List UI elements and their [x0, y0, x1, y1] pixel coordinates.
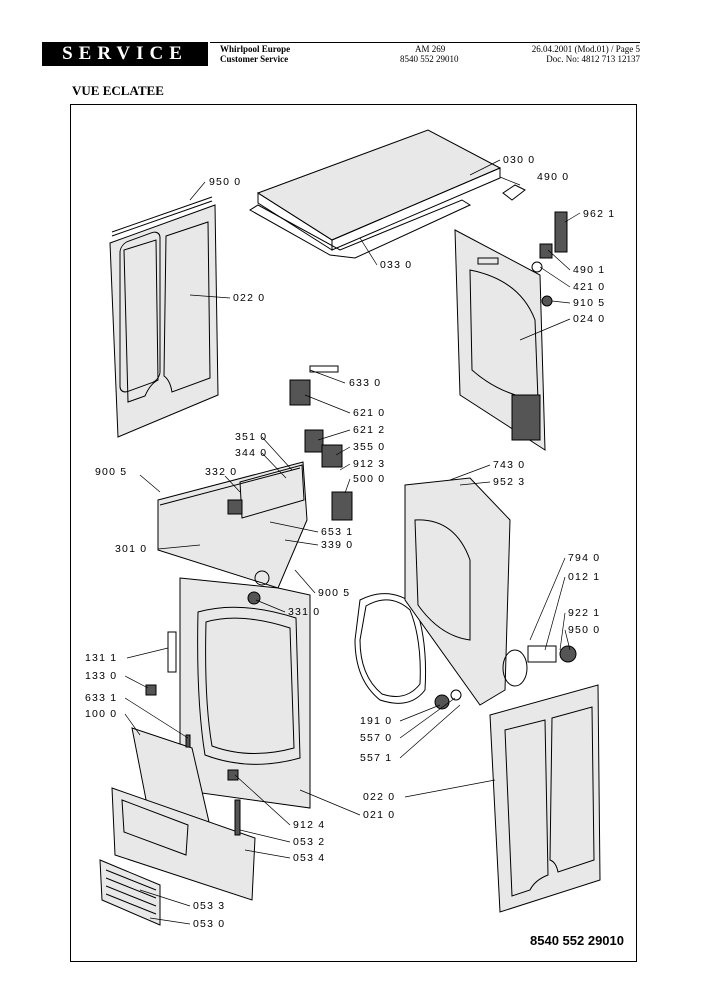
section-title: VUE ECLATEE [72, 83, 164, 98]
label-421-0: 421 0 [573, 281, 605, 293]
label-332-0: 332 0 [205, 466, 237, 478]
kick-panel-part [111, 787, 256, 901]
filter-part [554, 211, 568, 253]
label-191-0: 191 0 [360, 715, 392, 727]
drawing-document-number: 8540 552 29010 [530, 933, 624, 948]
kick-panel-window [121, 799, 189, 856]
module-part [331, 491, 353, 521]
label-633-1: 633 1 [85, 692, 117, 704]
label-053-4: 053 4 [293, 852, 325, 864]
label-621-0: 621 0 [353, 407, 385, 419]
belt-part [502, 649, 528, 687]
label-912-3: 912 3 [353, 458, 385, 470]
rear-panel-part [454, 229, 546, 451]
pin-part [185, 734, 191, 748]
label-794-0: 794 0 [568, 552, 600, 564]
label-022-0-right: 022 0 [363, 791, 395, 803]
label-030-0: 030 0 [503, 154, 535, 166]
grille-part [99, 859, 161, 926]
label-490-1: 490 1 [573, 264, 605, 276]
label-053-3: 053 3 [193, 900, 225, 912]
service-banner: SERVICE [42, 42, 208, 66]
label-557-1: 557 1 [360, 752, 392, 764]
model-code: 8540 552 29010 [400, 54, 459, 64]
label-743-0: 743 0 [493, 459, 525, 471]
label-950-0-right: 950 0 [568, 624, 600, 636]
document-number-header: Doc. No: 4812 713 12137 [546, 54, 640, 64]
label-053-2: 053 2 [293, 836, 325, 848]
label-922-1: 922 1 [568, 607, 600, 619]
label-910-5: 910 5 [573, 297, 605, 309]
label-133-0: 133 0 [85, 670, 117, 682]
grille-slats [105, 869, 157, 915]
label-952-3: 952 3 [493, 476, 525, 488]
power-cord-part [502, 184, 526, 201]
knob-ring-part [450, 689, 462, 701]
label-024-0: 024 0 [573, 313, 605, 325]
date-page: 26.04.2001 (Mod.01) / Page 5 [531, 44, 640, 54]
thermostat-part [304, 429, 324, 453]
door-seal-part [354, 593, 427, 704]
label-339-0: 339 0 [321, 539, 353, 551]
knob-part [434, 694, 450, 710]
clip-part [531, 261, 543, 273]
control-panel-part [157, 461, 308, 589]
right-side-panel-part [489, 684, 601, 913]
label-900-5-left: 900 5 [95, 466, 127, 478]
label-557-0: 557 0 [360, 732, 392, 744]
label-900-5-right: 900 5 [318, 587, 350, 599]
selector-knob-part [247, 591, 261, 605]
model-name: AM 269 [415, 44, 446, 54]
label-022-0: 022 0 [233, 292, 265, 304]
label-331-0: 331 0 [288, 606, 320, 618]
label-490-0: 490 0 [537, 171, 569, 183]
exploded-view-frame [70, 104, 637, 962]
label-621-2: 621 2 [353, 424, 385, 436]
spring-part [234, 799, 241, 836]
company-name: Whirlpool Europe [220, 44, 291, 54]
switch-part [289, 379, 311, 406]
cord-clamp-part [539, 243, 553, 259]
label-962-1: 962 1 [583, 208, 615, 220]
header-rule [210, 42, 640, 43]
latch-part [227, 769, 239, 781]
screw-part [541, 295, 553, 307]
label-344-0: 344 0 [235, 447, 267, 459]
label-100-0: 100 0 [85, 708, 117, 720]
hinge-part [145, 684, 157, 696]
label-351-0: 351 0 [235, 431, 267, 443]
bearing-ring-part [559, 645, 577, 663]
label-131-1: 131 1 [85, 652, 117, 664]
label-633-0: 633 0 [349, 377, 381, 389]
label-053-0: 053 0 [193, 918, 225, 930]
label-950-0: 950 0 [209, 176, 241, 188]
wire-part [309, 365, 339, 373]
label-500-0: 500 0 [353, 473, 385, 485]
department-name: Customer Service [220, 54, 289, 64]
label-021-0: 021 0 [363, 809, 395, 821]
left-side-panel-part [109, 196, 219, 438]
label-653-1: 653 1 [321, 526, 353, 538]
top-cover-part [249, 129, 502, 259]
front-frame-part [404, 477, 511, 706]
leader-lines [124, 159, 581, 925]
label-012-1: 012 1 [568, 571, 600, 583]
label-301-0: 301 0 [115, 543, 147, 555]
timer-part [321, 444, 343, 468]
label-033-0: 033 0 [380, 259, 412, 271]
door-seal-inner-part [359, 599, 421, 697]
label-912-4: 912 4 [293, 819, 325, 831]
label-355-0: 355 0 [353, 441, 385, 453]
bearing-part [527, 645, 557, 663]
